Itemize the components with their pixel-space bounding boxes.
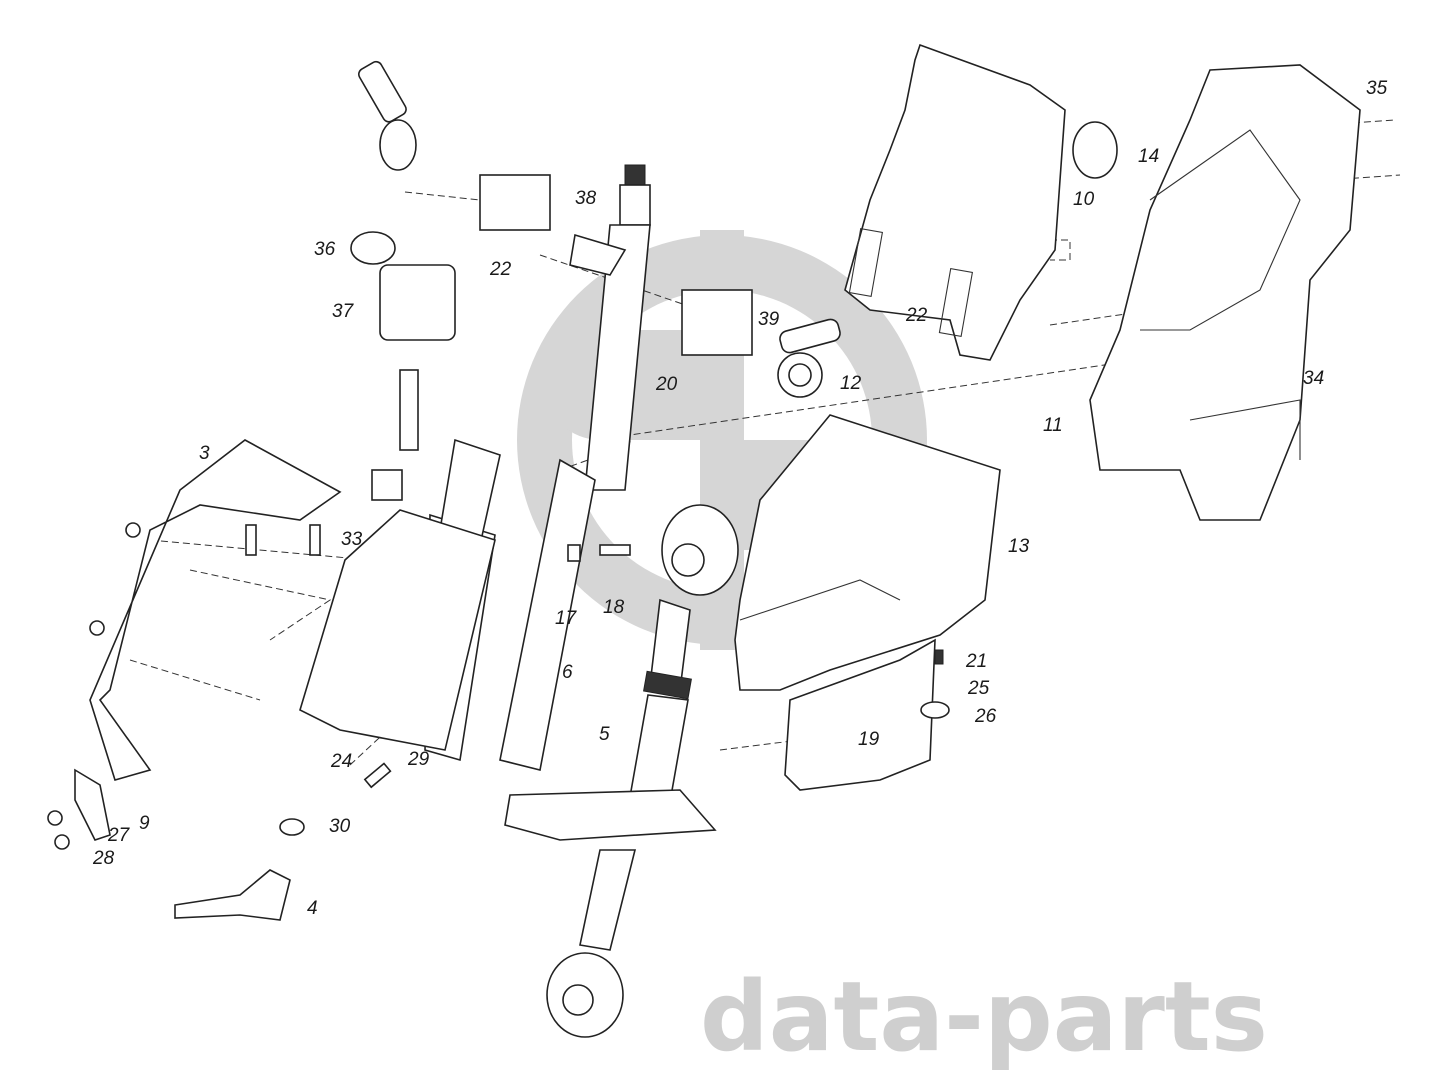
label-38: 38 — [575, 188, 597, 209]
label-22: 22 — [905, 305, 928, 326]
label-17: 17 — [555, 608, 578, 629]
label-5: 5 — [599, 724, 610, 745]
label-9: 9 — [139, 813, 150, 834]
label-35: 35 — [1366, 78, 1388, 99]
label-11: 11 — [1043, 415, 1063, 436]
label-20: 20 — [655, 374, 678, 395]
label-14: 14 — [1138, 146, 1159, 167]
label-37: 37 — [332, 301, 355, 322]
label-39: 39 — [758, 309, 780, 330]
label-4: 4 — [307, 898, 318, 919]
label-13: 13 — [1008, 536, 1030, 557]
label-21: 21 — [965, 651, 987, 672]
label-36: 36 — [314, 239, 336, 260]
label-19: 19 — [858, 729, 880, 750]
label-26: 26 — [974, 706, 997, 727]
part-switches — [350, 60, 841, 501]
part-cover-13 — [734, 414, 1001, 791]
label-34: 34 — [1303, 368, 1324, 389]
callout-labels: 35 14 10 22 34 11 38 36 22 39 37 20 12 3… — [92, 78, 1388, 919]
label-18: 18 — [603, 597, 625, 618]
label-27: 27 — [107, 825, 131, 846]
part-housing-right — [1089, 64, 1361, 521]
label-28: 28 — [92, 848, 115, 869]
label-24: 24 — [330, 751, 352, 772]
part-hardware-small — [47, 762, 392, 921]
label-25: 25 — [967, 678, 990, 699]
label-22b: 22 — [489, 259, 512, 280]
watermark-text: data-parts — [700, 961, 1268, 1073]
label-10: 10 — [1073, 189, 1095, 210]
label-30: 30 — [329, 816, 351, 837]
label-3: 3 — [199, 443, 210, 464]
label-29: 29 — [407, 749, 430, 770]
label-6: 6 — [562, 662, 573, 683]
label-33: 33 — [341, 529, 363, 550]
label-12: 12 — [840, 373, 862, 394]
part-bracket-3 — [89, 439, 631, 781]
part-bracket-10 — [844, 43, 1118, 361]
